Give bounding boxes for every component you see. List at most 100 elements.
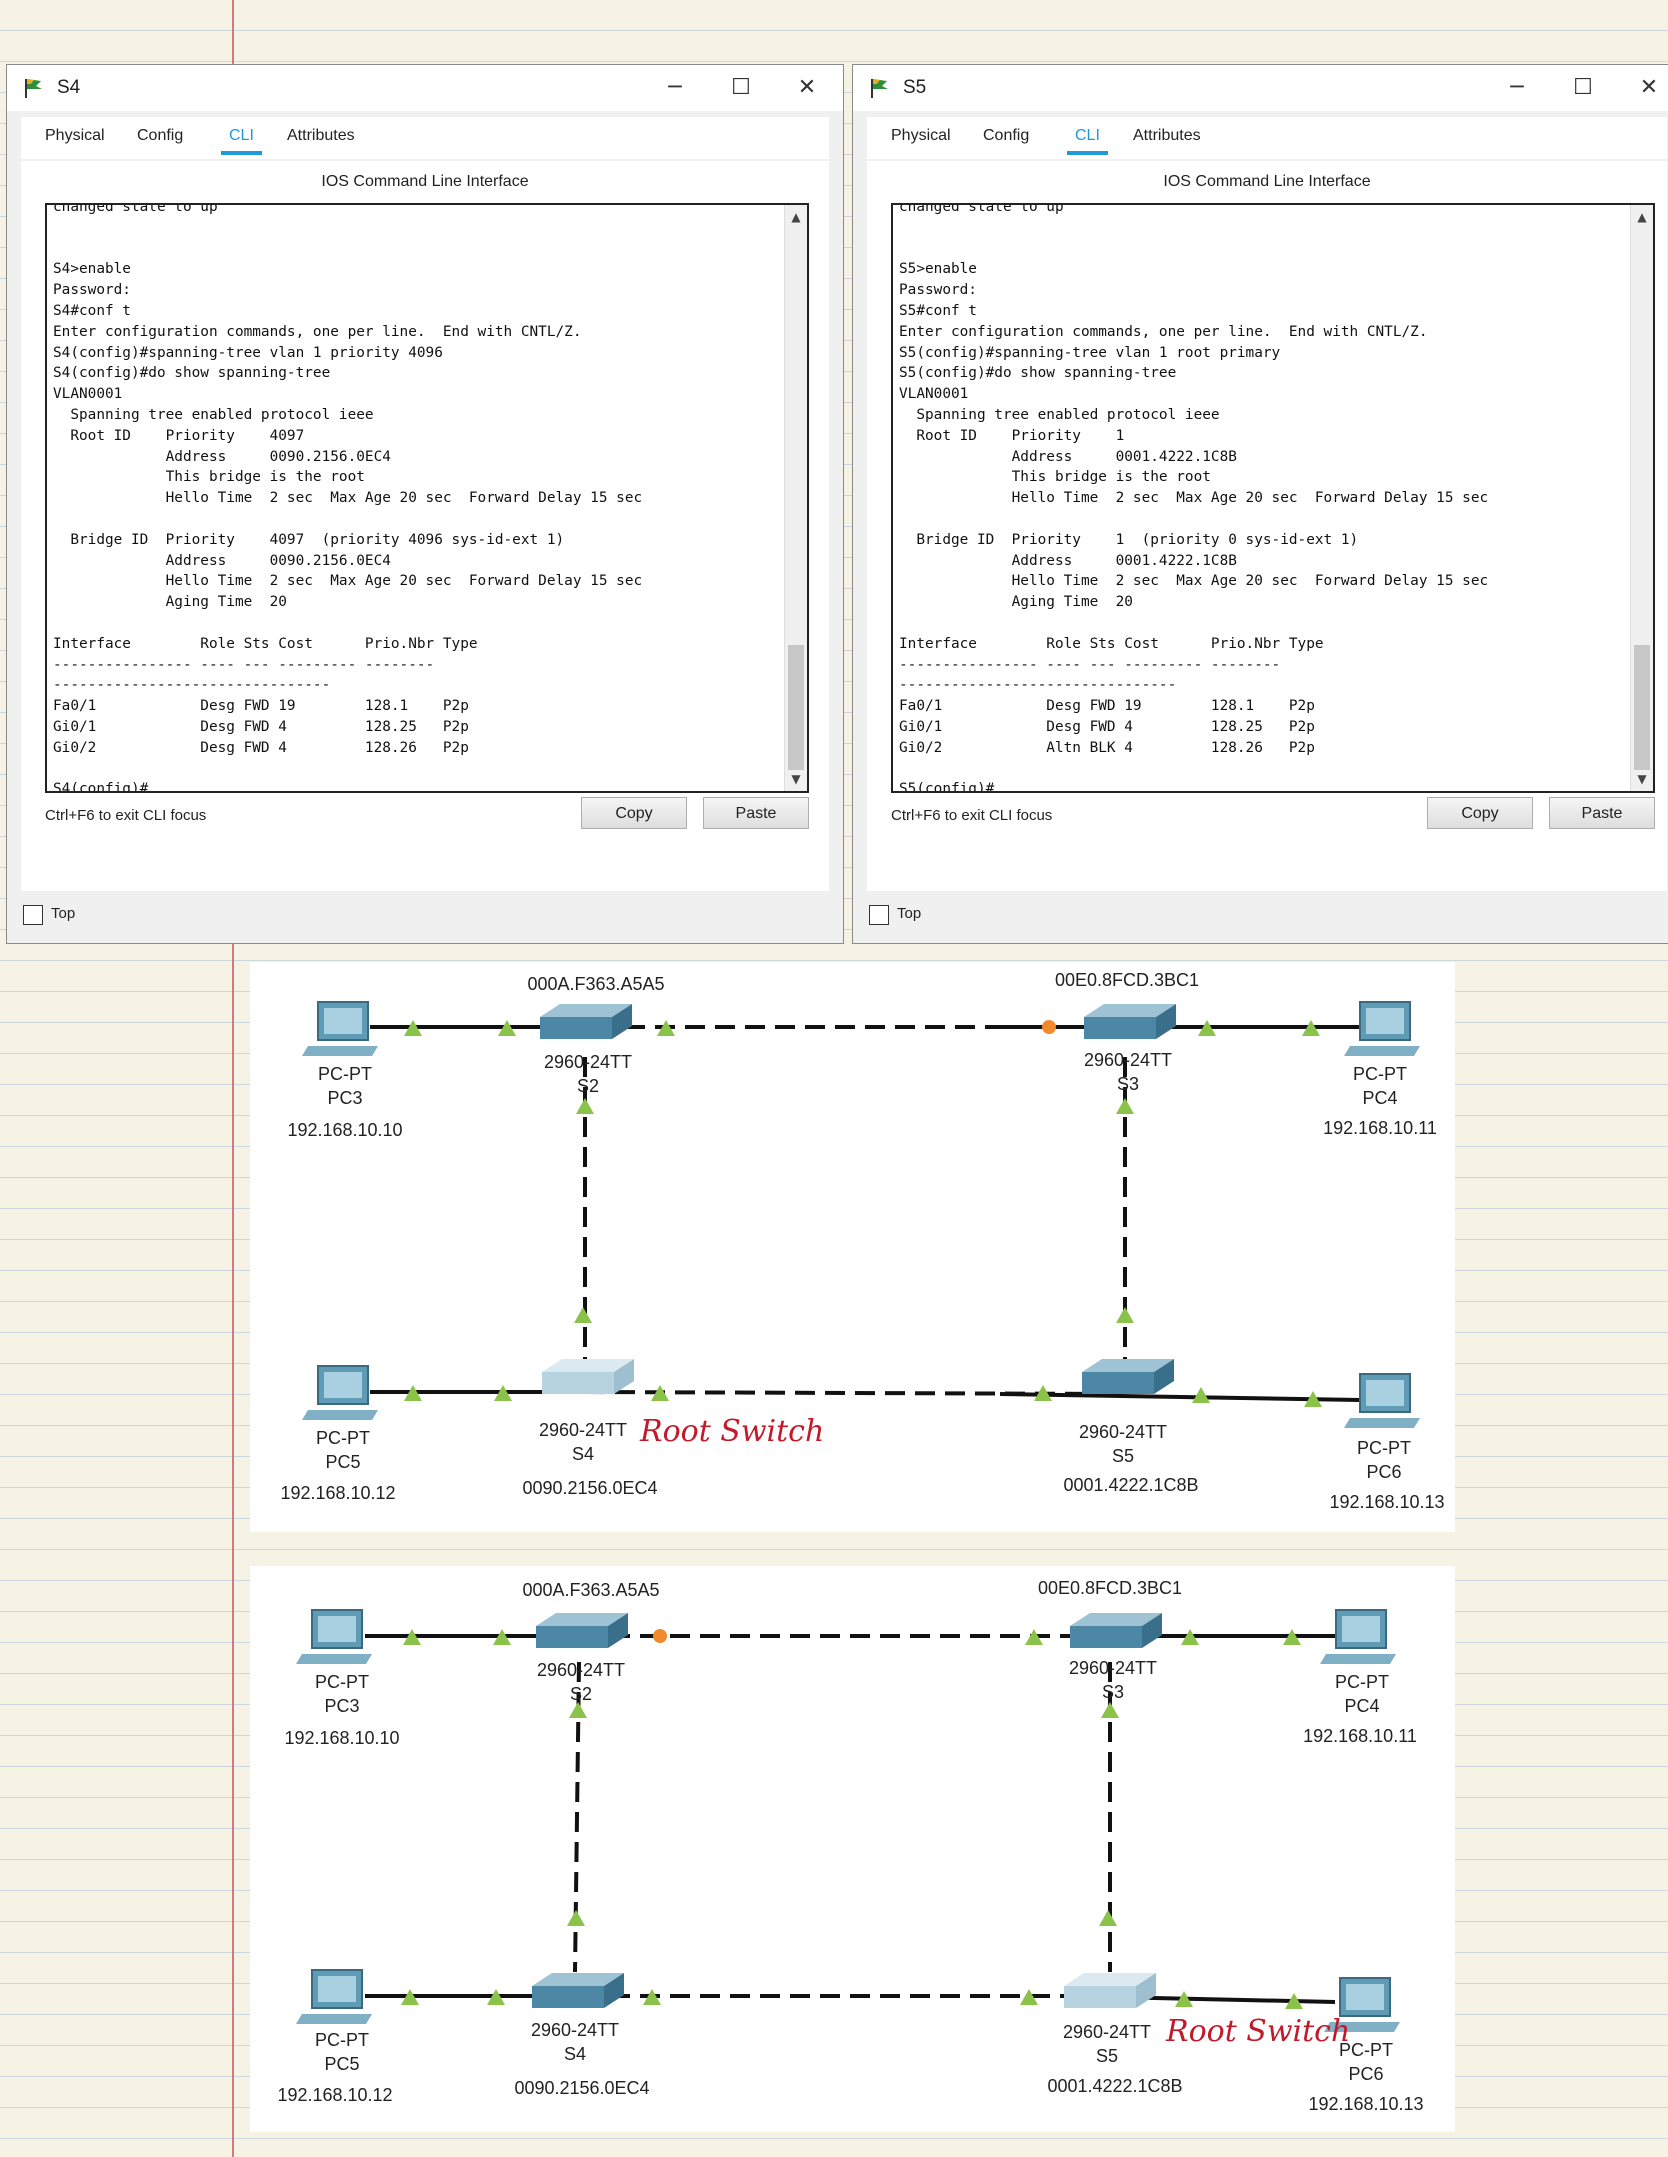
s3-name-label: S3 [1101, 1682, 1125, 1702]
tab-physical[interactable]: Physical [891, 127, 951, 144]
paste-button[interactable]: Paste [703, 797, 809, 829]
pc3-name-label: PC3 [324, 1696, 360, 1716]
link-up-indicator-icon [569, 1702, 587, 1718]
tab-attributes[interactable]: Attributes [1133, 127, 1201, 144]
switch-s5-icon [1064, 1973, 1156, 2008]
s4-model-label: 2960-24TT [538, 1420, 628, 1440]
top-checkbox[interactable] [23, 905, 43, 925]
s5-name-label: S5 [1095, 2046, 1119, 2066]
switch-s3-icon [1070, 1613, 1162, 1648]
s4-mac-label: 0090.2156.0EC4 [514, 2078, 650, 2098]
pc4-ip-label: 192.168.10.11 [1303, 1726, 1417, 1746]
top-checkbox[interactable] [869, 905, 889, 925]
link-up-indicator-icon [1099, 1910, 1117, 1926]
terminal-output: changed state to up S5>enable Password: … [899, 203, 1489, 793]
scroll-up-arrow-icon[interactable]: ▲ [1637, 210, 1647, 224]
link-up-indicator-icon [651, 1385, 669, 1401]
link-s4-s5 [584, 1390, 1126, 1396]
notebook-margin-line [232, 0, 234, 2157]
switch-s3-icon [1084, 1004, 1176, 1039]
s2-name-label: S2 [569, 1684, 593, 1704]
window-title: S4 [57, 77, 81, 98]
link-up-indicator-icon [1198, 1020, 1216, 1036]
tab-attributes[interactable]: Attributes [287, 127, 355, 144]
pc6-ip-label: 192.168.10.13 [1308, 2094, 1424, 2114]
root-switch-annotation: Root Switch [640, 1414, 825, 1449]
packet-tracer-icon [25, 79, 42, 98]
link-up-indicator-icon [494, 1385, 512, 1401]
switch-s2-icon [536, 1613, 628, 1648]
tab-cli[interactable]: CLI [221, 127, 262, 155]
maximize-button[interactable]: ☐ [1573, 75, 1593, 100]
link-up-indicator-icon [1302, 1020, 1320, 1036]
pc5-ip-label: 192.168.10.12 [280, 1483, 396, 1503]
terminal-scrollbar[interactable]: ▲ ▼ [1630, 205, 1653, 791]
window-title: S5 [903, 77, 927, 98]
tab-physical[interactable]: Physical [45, 127, 105, 144]
scroll-down-arrow-icon[interactable]: ▼ [1637, 772, 1647, 786]
pc6-type-label: PC-PT [1357, 1438, 1411, 1458]
scroll-up-arrow-icon[interactable]: ▲ [791, 210, 801, 224]
s2-model-label: 2960-24TT [543, 1052, 633, 1072]
cli-panel: IOS Command Line Interface changed state… [21, 161, 829, 891]
minimize-button[interactable]: ─ [1510, 75, 1524, 100]
paste-button[interactable]: Paste [1549, 797, 1655, 829]
s5-model-label: 2960-24TT [1078, 1422, 1168, 1442]
pc4-icon [1320, 1609, 1396, 1664]
link-up-indicator-icon [1116, 1098, 1134, 1114]
link-blocked-indicator-icon [653, 1629, 667, 1643]
maximize-button[interactable]: ☐ [731, 75, 751, 100]
s3-mac-label: 00E0.8FCD.3BC1 [1054, 970, 1200, 990]
s5-mac-label: 0001.4222.1C8B [1047, 2076, 1183, 2096]
s3-name-label: S3 [1116, 1074, 1140, 1094]
tab-cli[interactable]: CLI [1067, 127, 1108, 155]
pc5-icon [302, 1365, 378, 1420]
link-up-indicator-icon [1285, 1993, 1303, 2009]
s2-mac-label: 000A.F363.A5A5 [522, 1580, 660, 1600]
close-button[interactable]: ✕ [1639, 75, 1659, 100]
pc6-type-label: PC-PT [1339, 2040, 1393, 2060]
top-checkbox-label: Top [51, 905, 76, 922]
s4-name-label: S4 [563, 2044, 587, 2064]
s3-model-label: 2960-24TT [1083, 1050, 1173, 1070]
cli-terminal[interactable]: changed state to up S5>enable Password: … [891, 203, 1655, 793]
link-up-indicator-icon [403, 1629, 421, 1645]
link-s5-pc6 [999, 1392, 1361, 1402]
pc3-name-label: PC3 [327, 1088, 363, 1108]
minimize-button[interactable]: ─ [668, 75, 682, 100]
tab-config[interactable]: Config [137, 127, 184, 144]
switch-s4-icon [532, 1973, 624, 2008]
pc4-icon [1344, 1001, 1420, 1056]
tab-config[interactable]: Config [983, 127, 1030, 144]
s3-mac-label: 00E0.8FCD.3BC1 [1037, 1578, 1183, 1598]
cli-panel: IOS Command Line Interface changed state… [867, 161, 1667, 891]
close-button[interactable]: ✕ [797, 75, 817, 100]
pc6-ip-label: 192.168.10.13 [1329, 1492, 1445, 1512]
scroll-down-arrow-icon[interactable]: ▼ [791, 772, 801, 786]
pc3-icon [296, 1609, 372, 1664]
terminal-scrollbar[interactable]: ▲ ▼ [784, 205, 807, 791]
link-up-indicator-icon [404, 1020, 422, 1036]
s2-mac-label: 000A.F363.A5A5 [527, 974, 665, 994]
scrollbar-thumb[interactable] [788, 645, 804, 770]
link-up-indicator-icon [567, 1910, 585, 1926]
scrollbar-thumb[interactable] [1634, 645, 1650, 770]
copy-button[interactable]: Copy [581, 797, 687, 829]
terminal-output: changed state to up S4>enable Password: … [53, 203, 643, 793]
topology-diagram-s5-root: 000A.F363.A5A5 00E0.8FCD.3BC1 2960-24TT … [250, 1566, 1455, 2132]
cli-heading: IOS Command Line Interface [1163, 173, 1371, 190]
topology-diagram-s4-root: 000A.F363.A5A5 00E0.8FCD.3BC1 2960-24TT … [250, 962, 1455, 1532]
link-up-indicator-icon [574, 1307, 592, 1323]
pc6-icon [1344, 1373, 1420, 1428]
link-up-indicator-icon [1116, 1307, 1134, 1323]
pc3-ip-label: 192.168.10.10 [287, 1120, 403, 1140]
link-up-indicator-icon [404, 1385, 422, 1401]
copy-button[interactable]: Copy [1427, 797, 1533, 829]
switch-s4-icon [542, 1359, 634, 1394]
s5-mac-label: 0001.4222.1C8B [1063, 1475, 1199, 1495]
pc5-name-label: PC5 [324, 2054, 360, 2074]
link-up-indicator-icon [1283, 1629, 1301, 1645]
s2-name-label: S2 [576, 1076, 600, 1096]
cli-terminal[interactable]: changed state to up S4>enable Password: … [45, 203, 809, 793]
switch-s2-icon [540, 1004, 632, 1039]
